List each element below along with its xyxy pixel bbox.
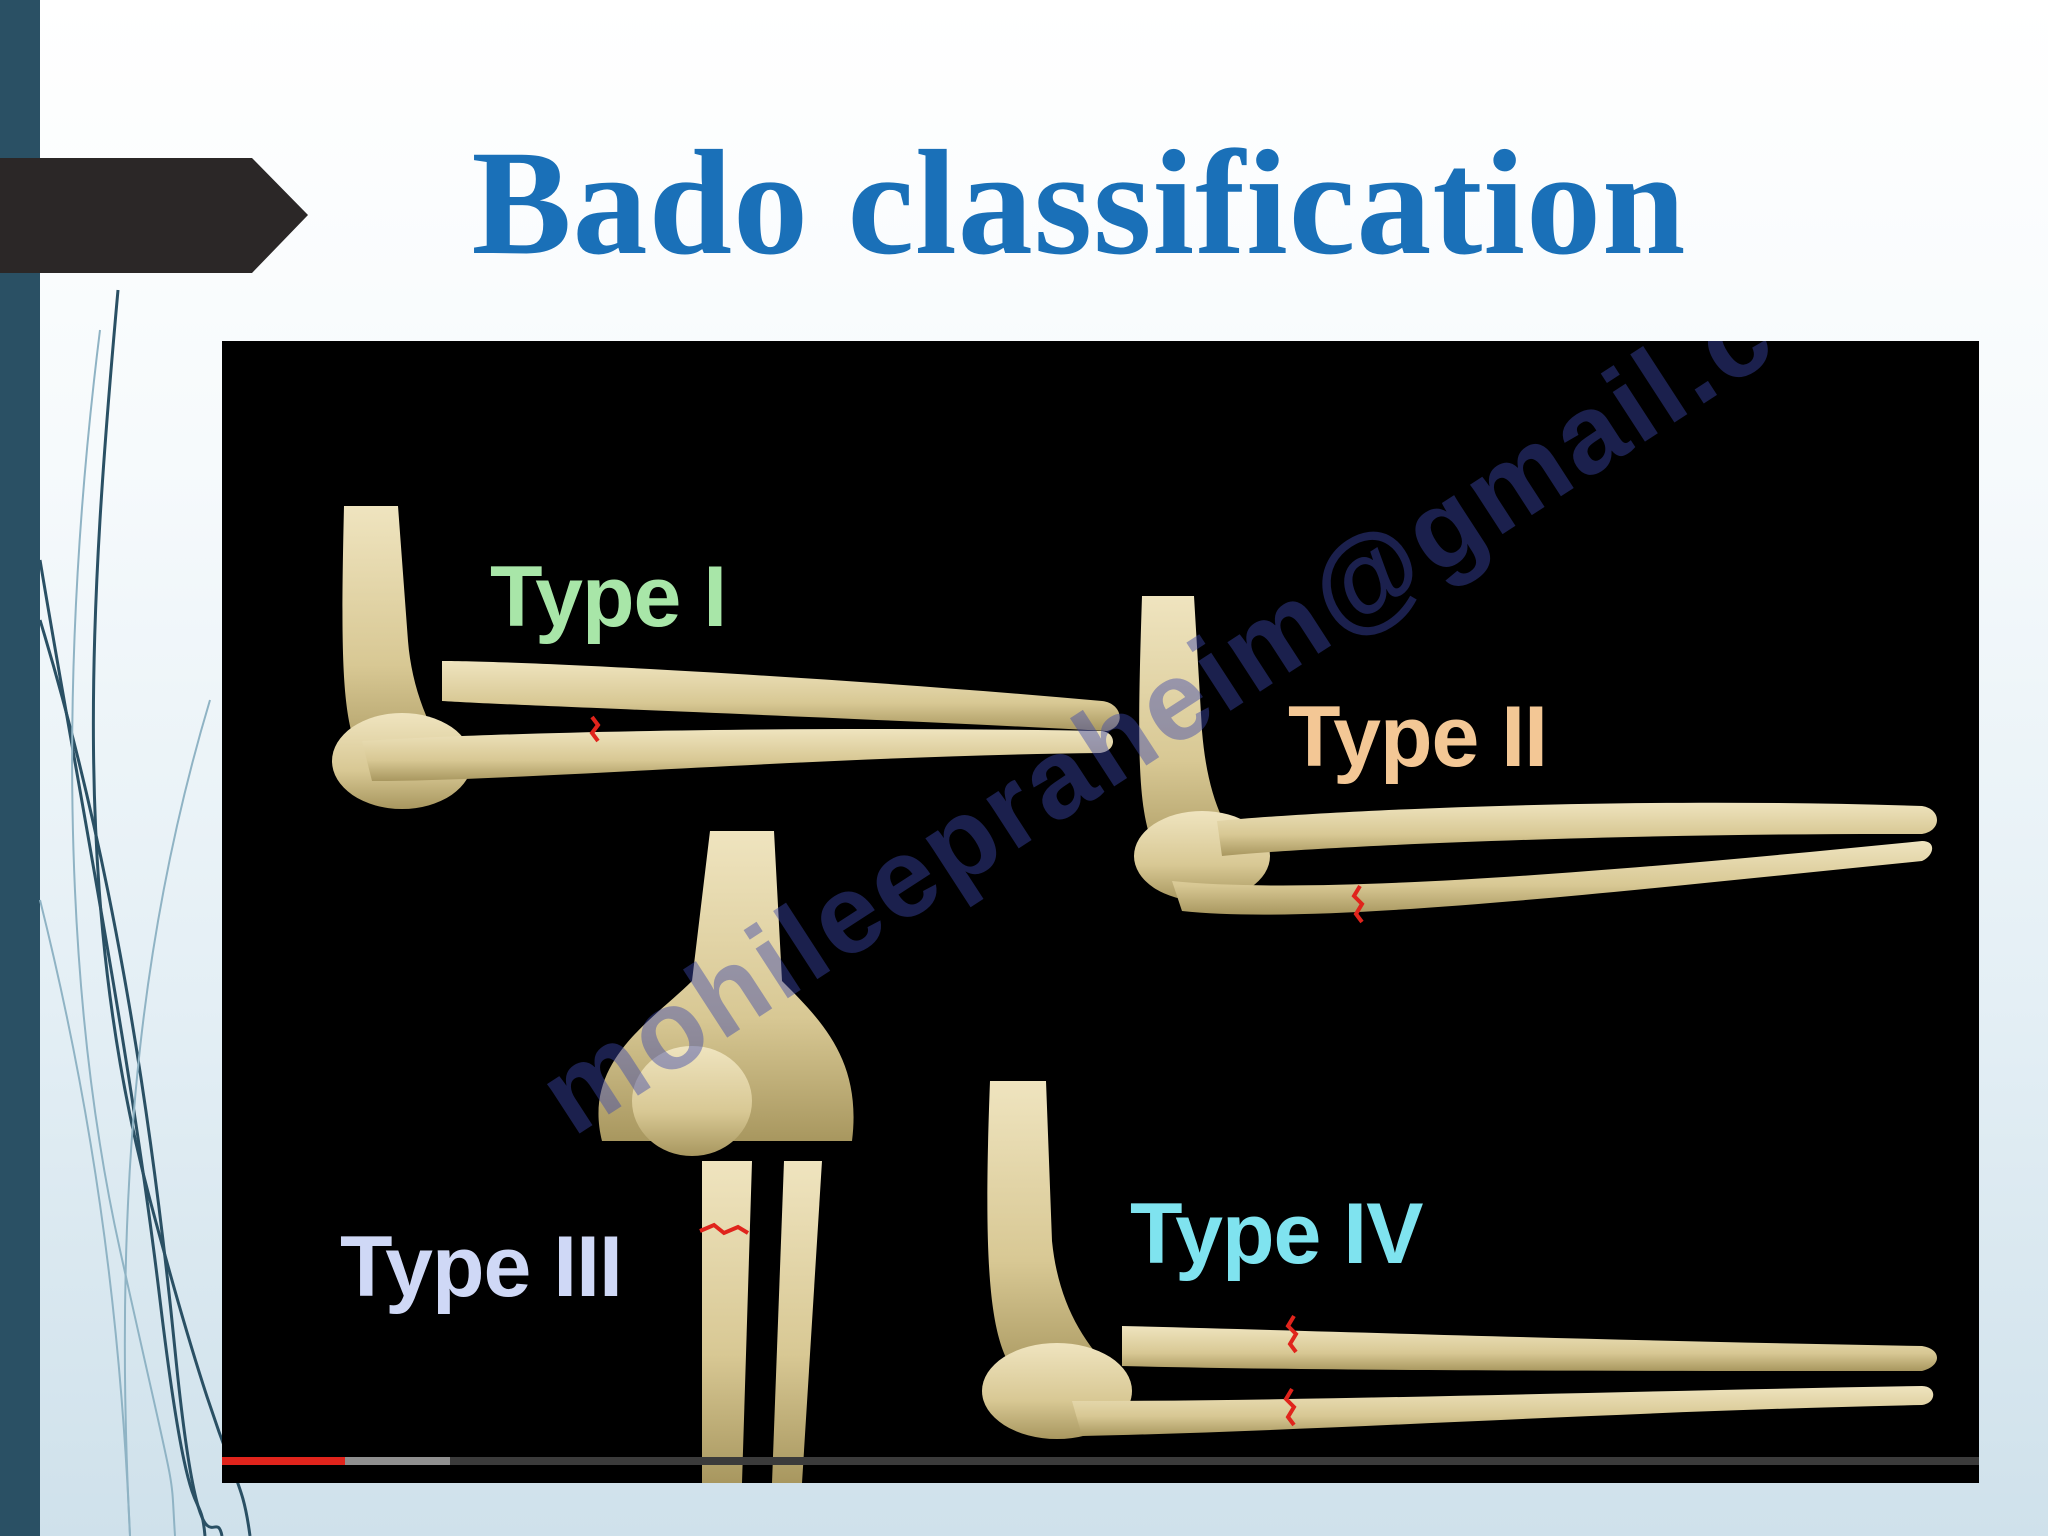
type-4-label: Type IV (1130, 1186, 1423, 1282)
type-2-arm (1134, 596, 1937, 924)
type-2-label: Type II (1288, 689, 1548, 785)
type-1-label: Type I (490, 549, 727, 645)
video-progress-track[interactable] (222, 1457, 1979, 1465)
type-3-arm (598, 831, 854, 1483)
type-4-arm (982, 1081, 1937, 1439)
bone-illustration (332, 506, 1937, 1483)
slide-title: Bado classification (471, 120, 1687, 286)
video-progress-played[interactable] (222, 1457, 345, 1465)
type-3-label: Type III (340, 1219, 623, 1315)
title-arrow-tab (0, 158, 308, 273)
type-1-arm (332, 506, 1120, 809)
bado-figure[interactable]: mohileepraheim@gmail.com Type I Type II … (222, 341, 1979, 1483)
